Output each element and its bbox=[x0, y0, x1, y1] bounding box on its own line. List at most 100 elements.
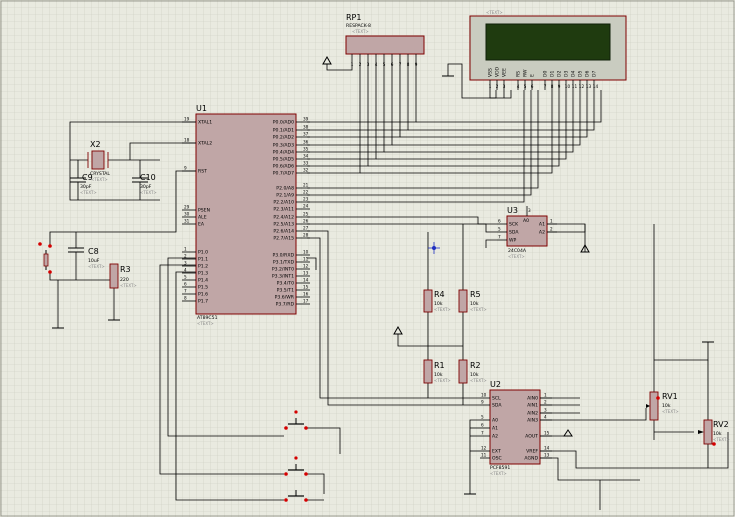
u2-pin-name: A1 bbox=[492, 426, 498, 432]
u1-pin-name: P2.2/A10 bbox=[273, 200, 294, 206]
x2-text: <TEXT> bbox=[91, 177, 108, 182]
ground-icon bbox=[52, 75, 714, 495]
u1-pin-name: P0.6/AD6 bbox=[273, 164, 294, 170]
u1-pin-name: P3.2/INT0 bbox=[272, 267, 294, 273]
u1-pin-name: P3.3/INT1 bbox=[272, 274, 294, 280]
u1-pin-name: P3.0/RXD bbox=[273, 253, 295, 259]
u2-pin-name: AIN1 bbox=[527, 403, 538, 409]
u1-pin-number: 24 bbox=[303, 204, 309, 209]
rp1-part: RESPACK-8 bbox=[346, 23, 371, 29]
u1-pin-name: P2.6/A14 bbox=[273, 229, 294, 235]
lcd-pin-number: 6 bbox=[531, 84, 534, 89]
lcd-pin-number: 2 bbox=[496, 84, 499, 89]
u2-pin-name: AIN3 bbox=[527, 418, 538, 424]
u1-pin-number: 31 bbox=[184, 219, 190, 224]
u1-pin-number: 1 bbox=[184, 247, 187, 252]
u1-pin-number: 2 bbox=[184, 254, 187, 259]
lcd-pin-number: 9 bbox=[558, 84, 561, 89]
u1-pin-number: 3 bbox=[184, 261, 187, 266]
u1-pin-number: 17 bbox=[303, 299, 309, 304]
u2-body bbox=[489, 389, 541, 465]
u3-pin-name: WP bbox=[509, 238, 517, 244]
u1-pin-name: RST bbox=[198, 169, 207, 175]
u1-pin-number: 26 bbox=[303, 219, 309, 224]
rp1-pin-number: 3 bbox=[367, 62, 370, 67]
u1-pin-name: P3.6/WR bbox=[275, 295, 295, 301]
push-button-1 bbox=[284, 410, 308, 430]
u1-pin-name: P2.1/A9 bbox=[276, 193, 294, 199]
lcd-pin-name: VEE bbox=[502, 68, 508, 77]
lcd-pin-number: 4 bbox=[517, 84, 520, 89]
u1-pin-name: P0.2/AD2 bbox=[273, 135, 294, 141]
u3-pin-name: A0 bbox=[523, 218, 529, 224]
u2-pin-name: AOUT bbox=[525, 434, 538, 440]
u2-pin-name: EXT bbox=[492, 449, 501, 455]
r2-value: 10k bbox=[470, 372, 479, 378]
u1-pin-name: EA bbox=[198, 222, 205, 228]
u3-pin-number: 7 bbox=[498, 235, 501, 240]
c8-value: 10uF bbox=[88, 258, 100, 264]
lcd-pins: VSS1VDD2VEE3RS4RW5E6D07D18D29D310D411D51… bbox=[488, 66, 598, 90]
u1-body bbox=[195, 113, 297, 315]
u1-pin-name: PSEN bbox=[198, 208, 210, 214]
u2-pin-number: 1 bbox=[544, 393, 547, 398]
c8-capacitor bbox=[68, 247, 84, 253]
u2-part: PCF8591 bbox=[490, 465, 510, 471]
lcd-pin-name: D1 bbox=[550, 70, 556, 77]
u2-pin-number: 14 bbox=[544, 446, 550, 451]
u2-pin-number: 6 bbox=[481, 423, 484, 428]
lcd-pin-number: 8 bbox=[551, 84, 554, 89]
rv1-potentiometer bbox=[646, 391, 660, 421]
u3-pin-name: SDA bbox=[509, 230, 519, 236]
u2-pin-number: 13 bbox=[544, 453, 550, 458]
u1-pin-name: P2.0/A8 bbox=[276, 186, 294, 192]
u2-pin-name: A0 bbox=[492, 418, 498, 424]
u1-pin-name: P2.7/A15 bbox=[273, 236, 294, 242]
u1-right-pins: 39P0.0/AD038P0.1/AD137P0.2/AD236P0.3/AD3… bbox=[272, 117, 310, 308]
u3-pin-name: A1 bbox=[539, 222, 545, 228]
u1-pin-name: P1.4 bbox=[198, 278, 208, 284]
c9-value: 30pF bbox=[80, 184, 92, 190]
lcd-pin-number: 3 bbox=[503, 84, 506, 89]
u1-pin-name: P0.4/AD4 bbox=[273, 150, 294, 156]
u1-pin-name: P3.4/T0 bbox=[277, 281, 294, 287]
u1-pin-name: P0.5/AD5 bbox=[273, 157, 294, 163]
u3-pin-number: 3 bbox=[528, 208, 531, 213]
u1-pin-name: P0.0/AD0 bbox=[273, 120, 294, 126]
u1-ref: U1 bbox=[196, 104, 207, 113]
r5-value: 10k bbox=[470, 301, 479, 307]
u2-pin-number: 10 bbox=[481, 393, 487, 398]
rp1-pin-number: 1 bbox=[351, 62, 354, 67]
c10-text: <TEXT> bbox=[140, 190, 157, 195]
lcd-pin-name: D6 bbox=[585, 70, 591, 77]
u1-pin-name: P1.3 bbox=[198, 271, 208, 277]
u1-pin-name: P1.0 bbox=[198, 250, 208, 256]
u1-pin-name: P1.7 bbox=[198, 299, 208, 305]
r2-resistor bbox=[458, 359, 468, 384]
u1-pin-number: 13 bbox=[303, 271, 309, 276]
u2-pin-name: A2 bbox=[492, 434, 498, 440]
u1-pin-number: 22 bbox=[303, 190, 309, 195]
r1-value: 10k bbox=[434, 372, 443, 378]
rp1-ref: RP1 bbox=[346, 13, 361, 22]
rp1-text: <TEXT> bbox=[352, 29, 369, 34]
push-button-2 bbox=[284, 456, 308, 476]
u1-pin-number: 25 bbox=[303, 212, 309, 217]
u2-pin-number: 12 bbox=[481, 446, 487, 451]
u1-pin-number: 33 bbox=[303, 161, 309, 166]
u1-pin-name: P3.5/T1 bbox=[277, 288, 294, 294]
u1-pin-name: P0.7/AD7 bbox=[273, 171, 294, 177]
u1-pin-name: P1.2 bbox=[198, 264, 208, 270]
u1-pin-name: P2.5/A13 bbox=[273, 222, 294, 228]
rp1-pin-number: 6 bbox=[391, 62, 394, 67]
r3-resistor bbox=[109, 263, 119, 289]
r3-ref: R3 bbox=[120, 265, 131, 274]
u1-pin-number: 36 bbox=[303, 140, 309, 145]
c10-capacitor bbox=[132, 177, 148, 183]
r4-resistor bbox=[423, 289, 433, 313]
lcd-pin-name: D7 bbox=[592, 70, 598, 77]
rv1-value: 10k bbox=[662, 403, 671, 409]
u3-ref: U3 bbox=[507, 206, 518, 215]
